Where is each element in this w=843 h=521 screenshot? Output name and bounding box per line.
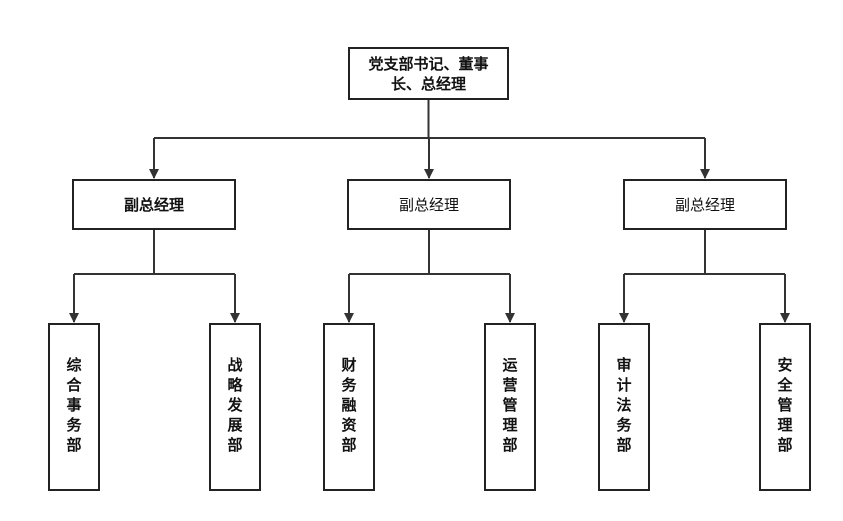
dept-node-audit-legal: 审计法务部 bbox=[598, 323, 650, 491]
root-node-label: 党支部书记、董事长、总经理 bbox=[368, 54, 489, 93]
dept-node-label: 综合事务部 bbox=[64, 357, 83, 457]
vp-node-2: 副总经理 bbox=[347, 179, 511, 230]
dept-node-finance: 财务融资部 bbox=[323, 323, 375, 491]
dept-node-strategy: 战略发展部 bbox=[209, 323, 261, 491]
dept-node-label: 运营管理部 bbox=[500, 357, 519, 457]
dept-node-label: 审计法务部 bbox=[614, 357, 633, 457]
dept-node-general-affairs: 综合事务部 bbox=[48, 323, 100, 491]
dept-node-safety: 安全管理部 bbox=[759, 323, 811, 491]
dept-node-label: 战略发展部 bbox=[225, 357, 244, 457]
dept-node-operations: 运营管理部 bbox=[484, 323, 536, 491]
dept-node-label: 安全管理部 bbox=[775, 357, 794, 457]
root-node-chairman: 党支部书记、董事长、总经理 bbox=[348, 47, 509, 100]
vp-node-label: 副总经理 bbox=[398, 196, 459, 214]
vp-node-1: 副总经理 bbox=[72, 179, 236, 230]
vp-node-label: 副总经理 bbox=[123, 196, 184, 214]
dept-node-label: 财务融资部 bbox=[339, 357, 358, 457]
vp-node-3: 副总经理 bbox=[623, 179, 787, 230]
vp-node-label: 副总经理 bbox=[674, 196, 735, 214]
